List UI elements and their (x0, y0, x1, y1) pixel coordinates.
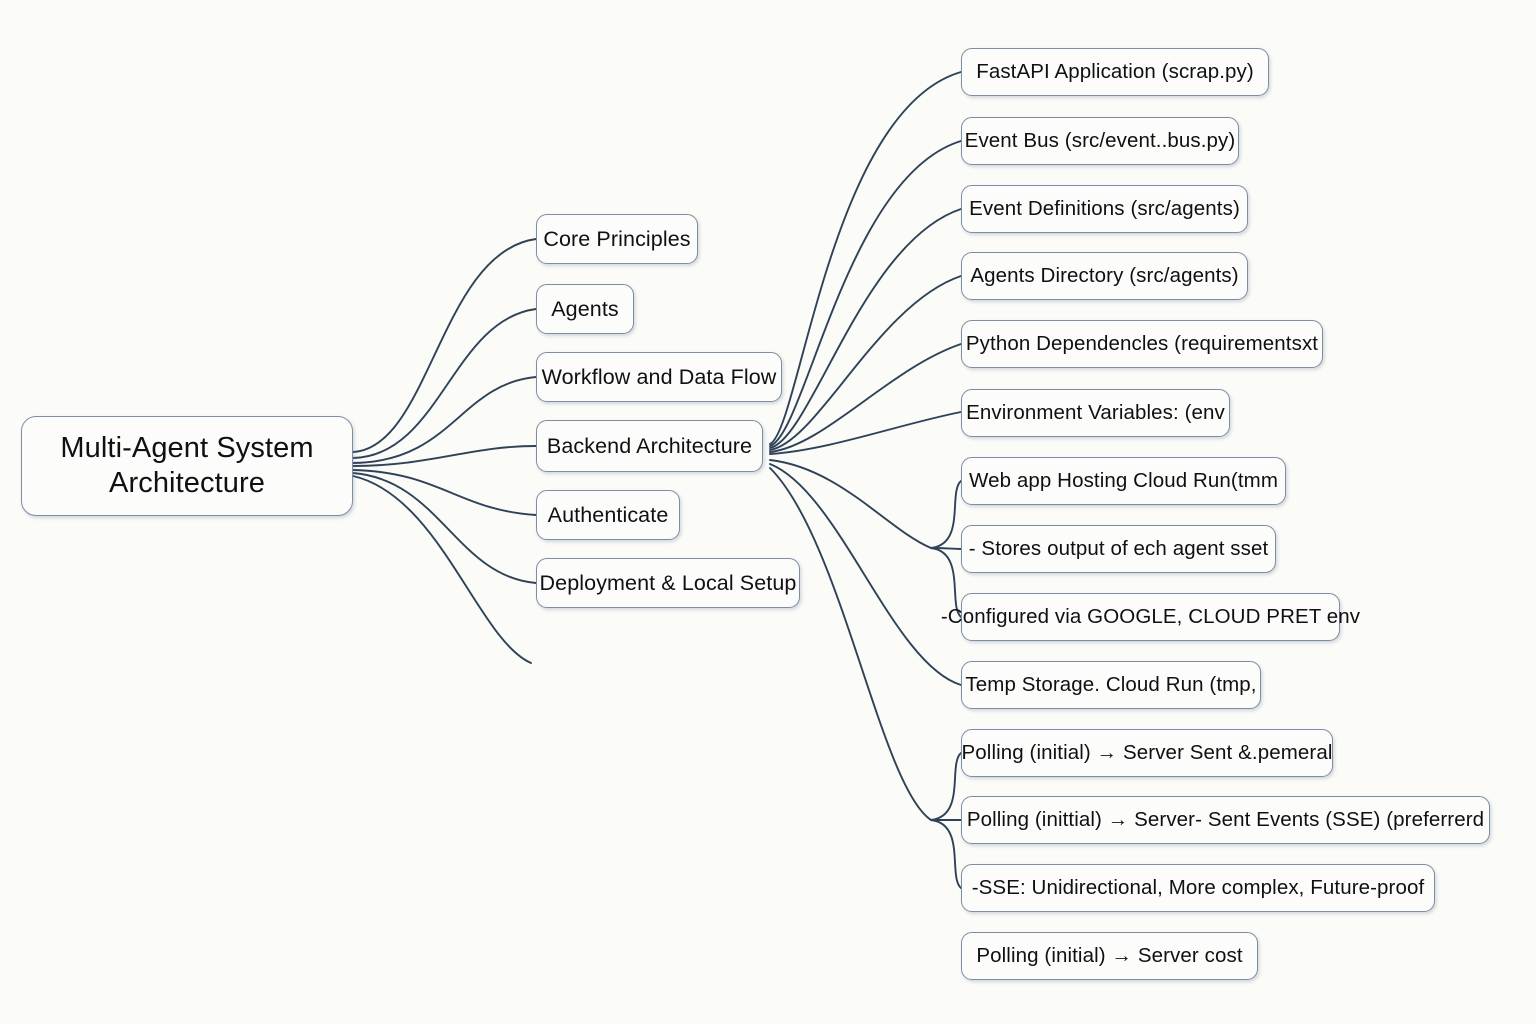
edge-hub-polling-to-unidirectional (930, 819, 962, 889)
branch-node-authenticate[interactable]: Authenticate (536, 490, 680, 540)
leaf-node-label: -Configured via GOOGLE, CLOUD PRET env (940, 605, 1361, 628)
leaf-node-label: Event Bus (src/event..bus.py) (964, 129, 1236, 152)
edge-backend-to-event-bus (769, 140, 962, 447)
leaf-node-event-bus[interactable]: Event Bus (src/event..bus.py) (961, 117, 1239, 165)
branch-node-label: Backend Architecture (546, 433, 753, 458)
leaf-node-label: Polling (inittial) → Server- Sent Events… (966, 808, 1485, 831)
edge-backend-to-event-definitions (769, 208, 962, 449)
branch-node-label: Agents (551, 296, 619, 321)
edge-root-to-workflow (352, 376, 537, 464)
edge-root-dangling-curve (352, 475, 532, 664)
leaf-node-label: Polling (initial) → Server Sent &.pemera… (961, 741, 1333, 764)
edge-root-to-agents (352, 308, 537, 459)
leaf-node-web-app-hosting[interactable]: Web app Hosting Cloud Run(tmm (961, 457, 1286, 505)
leaf-node-event-definitions[interactable]: Event Definitions (src/agents) (961, 185, 1248, 233)
branch-node-label: Workflow and Data Flow (541, 364, 777, 389)
branch-node-backend[interactable]: Backend Architecture (536, 420, 763, 472)
leaf-node-stores-output[interactable]: - Stores output of ech agent sset (961, 525, 1276, 573)
edge-backend-to-hub-hosting (769, 459, 932, 549)
edge-root-to-backend (352, 445, 537, 467)
leaf-node-label: Polling (initial) → Server cost (976, 944, 1243, 967)
branch-node-agents[interactable]: Agents (536, 284, 634, 334)
leaf-node-environment-variables[interactable]: Environment Variables: (env (961, 389, 1230, 437)
leaf-node-sse-unidirectional[interactable]: -SSE: Unidirectional, More complex, Futu… (961, 864, 1435, 912)
leaf-node-label: Agents Directory (src/agents) (970, 264, 1239, 287)
edge-backend-to-python-deps (769, 343, 962, 453)
edge-backend-to-hub-polling (769, 467, 932, 821)
leaf-node-label: Event Definitions (src/agents) (969, 197, 1240, 220)
edge-backend-to-fastapi (769, 71, 962, 445)
edge-hub-polling-to-ephemeral (930, 752, 962, 821)
branch-node-label: Deployment & Local Setup (539, 570, 797, 595)
edge-hub-hosting-to-stores (930, 547, 962, 550)
leaf-node-label: Temp Storage. Cloud Run (tmp, (965, 673, 1257, 696)
branch-node-deployment[interactable]: Deployment & Local Setup (536, 558, 800, 608)
branch-node-label: Authenticate (547, 502, 669, 527)
leaf-node-agents-directory[interactable]: Agents Directory (src/agents) (961, 252, 1248, 300)
branch-node-workflow[interactable]: Workflow and Data Flow (536, 352, 782, 402)
edge-backend-to-env-vars (769, 411, 962, 455)
leaf-node-label: FastAPI Application (scrap.py) (976, 60, 1254, 83)
root-node-root[interactable]: Multi-Agent System Architecture (21, 416, 353, 516)
edge-root-to-authenticate (352, 469, 537, 516)
edge-root-to-core-principles (352, 238, 537, 453)
leaf-node-label: Web app Hosting Cloud Run(tmm (968, 469, 1279, 492)
leaf-node-label: - Stores output of ech agent sset (968, 537, 1269, 560)
edge-backend-to-agents-directory (769, 275, 962, 451)
leaf-node-configured-via[interactable]: -Configured via GOOGLE, CLOUD PRET env (941, 593, 1360, 641)
edge-root-to-deployment (352, 472, 537, 584)
leaf-node-label: Environment Variables: (env (966, 401, 1225, 424)
edge-hub-hosting-to-web-app (930, 480, 962, 549)
leaf-node-polling-ephemeral[interactable]: Polling (initial) → Server Sent &.pemera… (961, 729, 1333, 777)
leaf-node-polling-sse[interactable]: Polling (inittial) → Server- Sent Events… (961, 796, 1490, 844)
leaf-node-temp-storage[interactable]: Temp Storage. Cloud Run (tmp, (961, 661, 1261, 709)
root-node-label: Multi-Agent System Architecture (60, 431, 314, 499)
branch-node-core-principles[interactable]: Core Principles (536, 214, 698, 264)
leaf-node-label: -SSE: Unidirectional, More complex, Futu… (971, 876, 1425, 899)
branch-node-label: Core Principles (543, 226, 691, 251)
leaf-node-label: Python Dependencles (requirementsxt (965, 332, 1319, 355)
leaf-node-python-dependencies[interactable]: Python Dependencles (requirementsxt (961, 320, 1323, 368)
leaf-node-polling-server-cost[interactable]: Polling (initial) → Server cost (961, 932, 1258, 980)
leaf-node-fastapi-application[interactable]: FastAPI Application (scrap.py) (961, 48, 1269, 96)
